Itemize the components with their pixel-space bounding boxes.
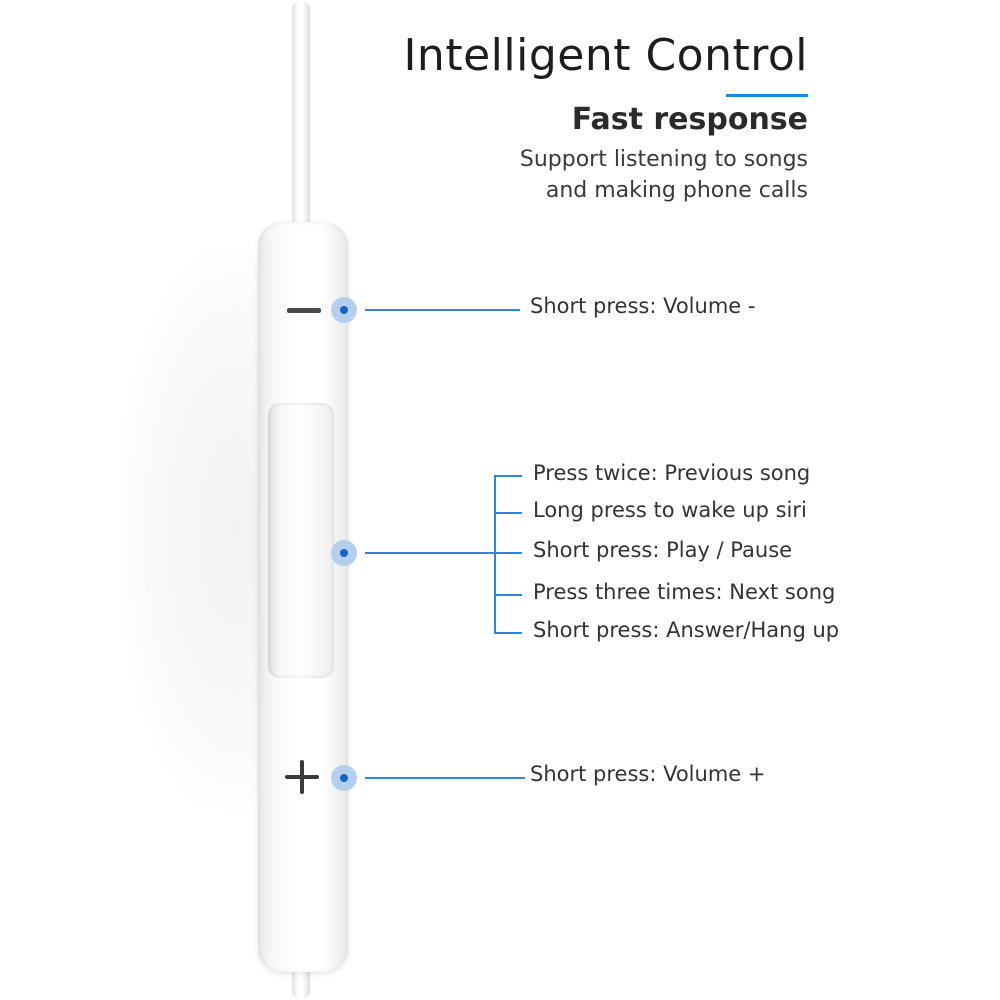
volume-down-icon[interactable] <box>287 308 321 313</box>
center-label-play-pause: Short press: Play / Pause <box>533 538 793 562</box>
center-label-next: Press three times: Next song <box>533 580 836 604</box>
volume-down-indicator-dot <box>331 297 357 323</box>
center-bracket-tick-3 <box>494 552 522 554</box>
description-line-2: and making phone calls <box>545 178 808 203</box>
description-line-1: Support listening to songs <box>519 147 808 172</box>
volume-down-leader-line <box>365 309 520 311</box>
volume-up-indicator-dot <box>331 765 357 791</box>
center-bracket-tick-2 <box>494 512 522 514</box>
center-label-previous: Press twice: Previous song <box>533 461 811 485</box>
center-leader-line <box>365 552 495 554</box>
volume-up-label: Short press: Volume + <box>530 762 766 786</box>
center-bracket-tick-5 <box>494 632 522 634</box>
subtitle: Fast response <box>571 102 808 137</box>
earphone-cable-top <box>292 0 310 240</box>
plus-vertical-bar <box>300 760 304 794</box>
volume-down-label: Short press: Volume - <box>530 294 756 318</box>
description: Support listening to songs and making ph… <box>408 144 808 206</box>
center-bracket-tick-1 <box>494 475 522 477</box>
center-button-indicator-dot <box>331 540 357 566</box>
volume-up-icon[interactable] <box>285 760 319 794</box>
center-label-siri: Long press to wake up siri <box>533 498 807 522</box>
center-button[interactable] <box>268 403 334 678</box>
center-label-answer-hangup: Short press: Answer/Hang up <box>533 618 840 642</box>
center-bracket-vertical <box>494 475 496 634</box>
center-bracket-tick-4 <box>494 594 522 596</box>
page-title: Intelligent Control <box>403 30 808 81</box>
title-underline <box>726 94 808 97</box>
volume-up-leader-line <box>365 777 525 779</box>
